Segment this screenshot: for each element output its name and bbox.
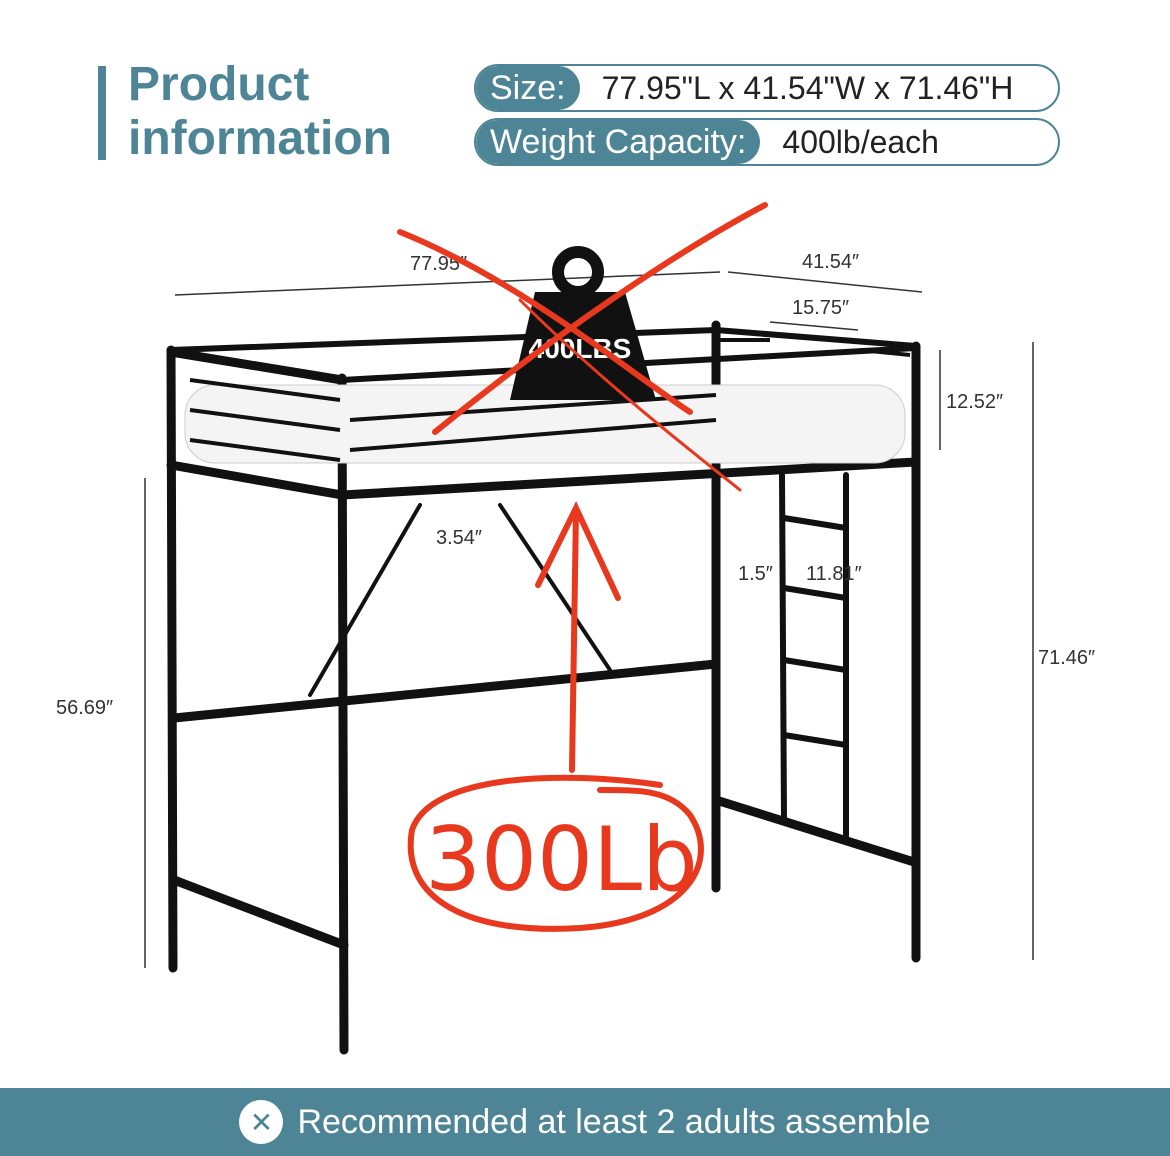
dim-total-height: 71.46″ — [1038, 647, 1095, 669]
weight-capacity-value: 400lb/each — [782, 123, 939, 160]
size-spec: Size: 77.95"L x 41.54"W x 71.46"H — [474, 64, 1060, 112]
dim-rail-height: 12.52″ — [946, 391, 1003, 413]
title-line-1: Product — [128, 58, 310, 111]
dim-under-height: 56.69″ — [56, 697, 113, 719]
assembly-banner: ✕ Recommended at least 2 adults assemble — [0, 1088, 1170, 1156]
tools-icon: ✕ — [239, 1100, 284, 1144]
page-title: Product information — [128, 58, 392, 166]
arrow-head-icon — [535, 501, 621, 601]
cross-out-line-2 — [432, 202, 768, 435]
arrow-shaft-icon — [569, 507, 579, 773]
circle-outline — [407, 774, 704, 932]
dim-ladder-rung: 1.5″ — [738, 563, 773, 585]
dim-slat-gap: 3.54″ — [436, 527, 482, 549]
dimension-lines — [144, 271, 1034, 968]
weight-icon: 400LBS — [510, 246, 656, 400]
dim-ladder-width: 11.81″ — [806, 563, 862, 585]
size-value: 77.95"L x 41.54"W x 71.46"H — [601, 69, 1014, 106]
weight-capacity-label: Weight Capacity: — [476, 120, 761, 164]
guard-rails — [189, 338, 911, 462]
size-label: Size: — [476, 66, 580, 110]
title-line-2: information — [128, 112, 392, 165]
red-annotation — [397, 202, 768, 932]
dim-rail-length: 15.75″ — [792, 297, 849, 319]
handwritten-300lb: 300Lb — [425, 808, 698, 911]
title-accent-bar — [98, 66, 106, 160]
banner-text: Recommended at least 2 adults assemble — [297, 1102, 931, 1141]
dim-width: 41.54″ — [802, 251, 859, 273]
weight-capacity-spec: Weight Capacity: 400lb/each — [474, 118, 1060, 166]
